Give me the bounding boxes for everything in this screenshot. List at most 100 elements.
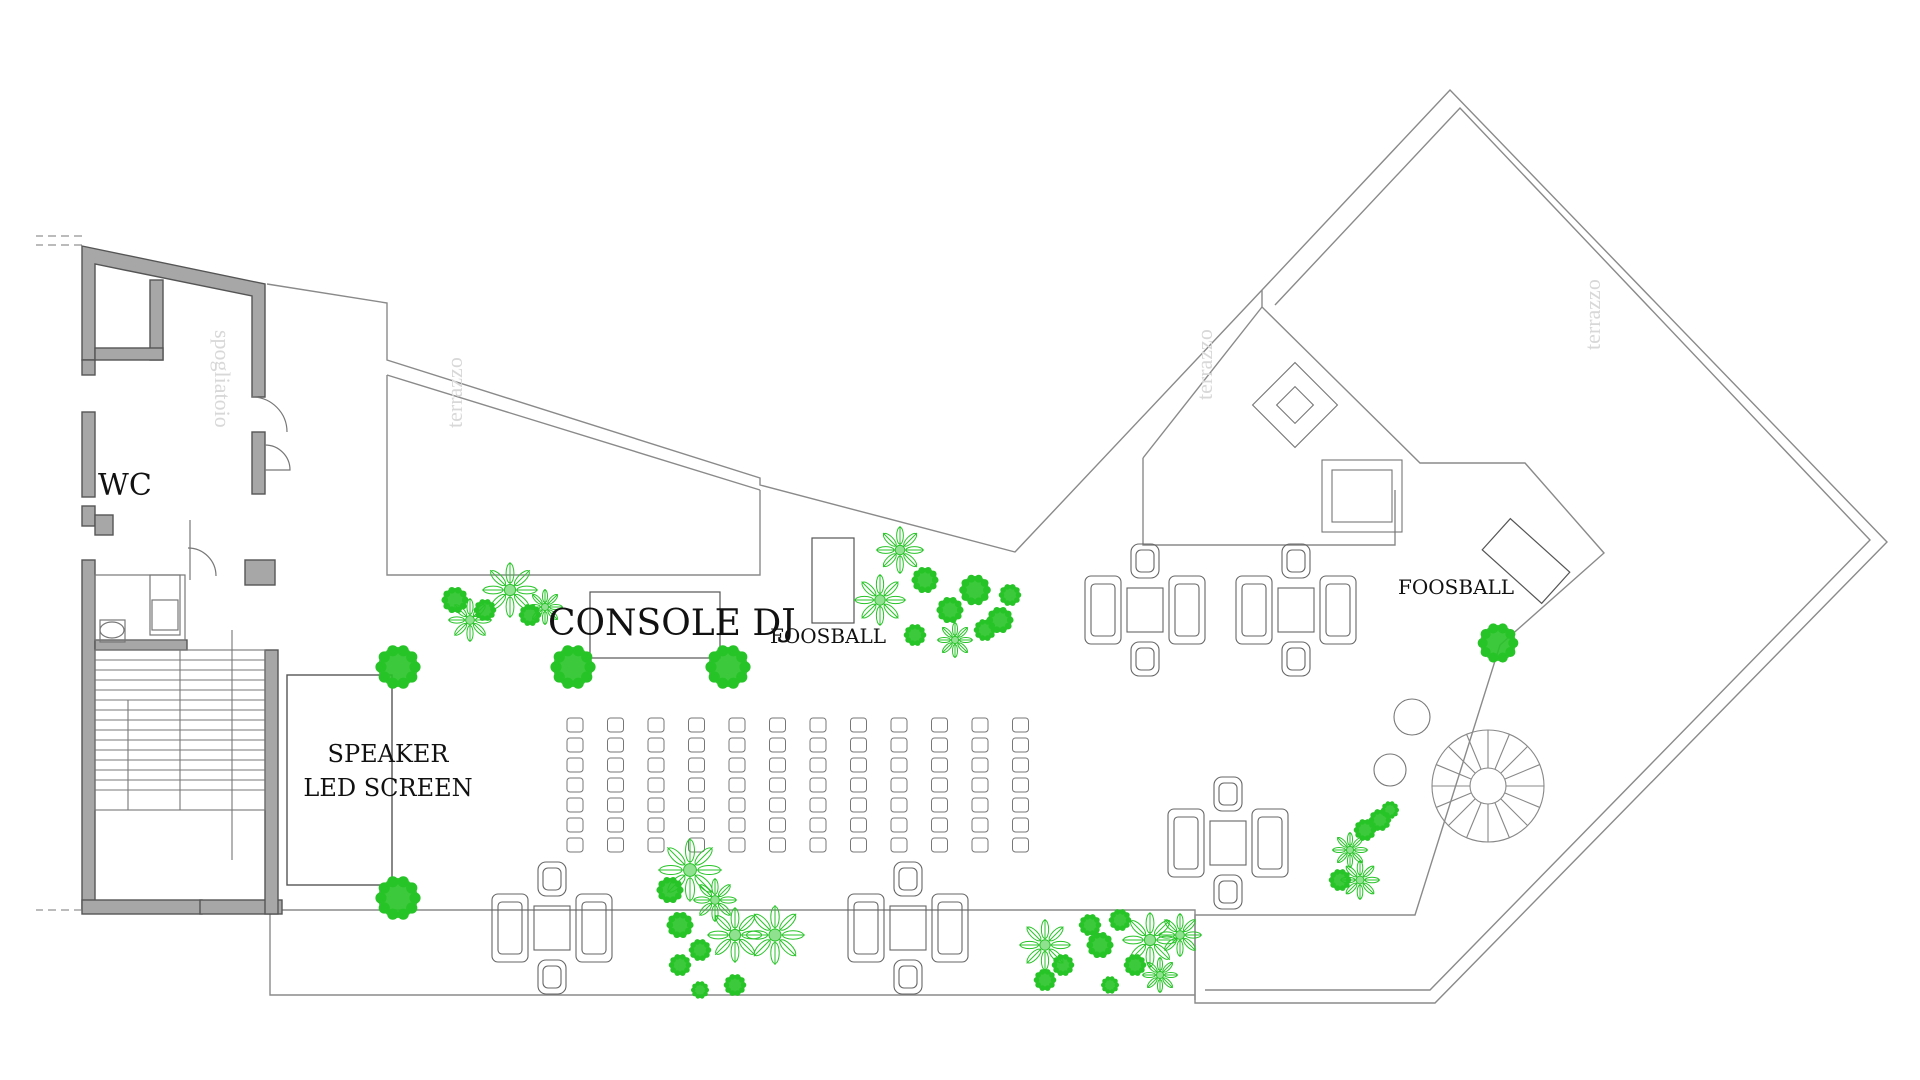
shrub	[1123, 954, 1147, 976]
shrub	[375, 645, 421, 689]
chair	[566, 777, 584, 793]
chair	[728, 757, 746, 773]
shrub	[1078, 914, 1102, 936]
audience-chairs	[566, 717, 1029, 853]
chair	[728, 737, 746, 753]
chair	[607, 837, 624, 853]
chair	[850, 777, 867, 793]
dj-console	[589, 591, 721, 659]
spiral-staircase	[1431, 729, 1545, 843]
chair	[688, 737, 705, 753]
chair	[890, 757, 908, 773]
chair	[1012, 817, 1029, 833]
chair	[728, 717, 746, 733]
chair	[890, 777, 908, 793]
chair	[931, 737, 948, 753]
chair	[931, 777, 948, 793]
chair	[769, 777, 786, 793]
room-label-terrazzo-right: terrazzo	[1580, 279, 1605, 350]
chair	[1012, 717, 1029, 733]
leafy-plant	[448, 598, 492, 642]
shrub	[705, 645, 751, 689]
chair	[566, 817, 584, 833]
chair	[931, 837, 948, 853]
leafy-plant	[745, 905, 805, 965]
shrub	[1108, 909, 1132, 931]
chair	[647, 757, 665, 773]
left-building-walls	[81, 245, 283, 915]
chair	[688, 717, 705, 733]
chair	[850, 737, 867, 753]
shrub	[911, 566, 939, 594]
chair	[850, 837, 867, 853]
shrub	[441, 586, 469, 614]
leafy-plant	[1332, 832, 1368, 868]
chair	[688, 777, 705, 793]
chair	[809, 817, 827, 833]
chair	[890, 737, 908, 753]
chair	[688, 817, 705, 833]
shrub	[668, 954, 692, 976]
shrub	[656, 876, 684, 904]
chair	[850, 717, 867, 733]
shrub	[1086, 931, 1114, 959]
chair	[890, 837, 908, 853]
leafy-plant	[1142, 957, 1178, 993]
chair	[809, 717, 827, 733]
chair	[688, 757, 705, 773]
sofa-group	[1235, 543, 1357, 677]
chair	[971, 777, 989, 793]
shrub	[1353, 819, 1377, 841]
chair	[647, 777, 665, 793]
chair	[728, 777, 746, 793]
shrub	[550, 645, 596, 689]
chair	[647, 717, 665, 733]
chair	[647, 737, 665, 753]
chair	[1012, 757, 1029, 773]
chair	[931, 757, 948, 773]
shrub	[1051, 954, 1075, 976]
chair	[890, 817, 908, 833]
shrub	[1380, 801, 1400, 819]
sofa-group	[847, 861, 969, 995]
chair	[769, 797, 786, 813]
chair	[971, 717, 989, 733]
chair	[769, 717, 786, 733]
chair	[971, 737, 989, 753]
chair	[607, 777, 624, 793]
shrub	[375, 876, 421, 920]
chair	[850, 817, 867, 833]
chair	[850, 757, 867, 773]
sofa-group	[491, 861, 613, 995]
chair	[809, 777, 827, 793]
chair	[647, 837, 665, 853]
chair	[890, 717, 908, 733]
shrub	[688, 939, 712, 961]
chair	[728, 797, 746, 813]
foosball-table-right	[1481, 517, 1571, 605]
shrub	[666, 911, 694, 939]
room-label-terrazzo-mid: terrazzo	[1192, 329, 1217, 400]
chair	[728, 817, 746, 833]
chair	[809, 757, 827, 773]
shrub	[959, 574, 991, 606]
chair	[647, 797, 665, 813]
chair	[769, 837, 786, 853]
foosball-left-label: FOOSBALL	[770, 624, 886, 648]
shrub	[723, 974, 747, 996]
chair	[1012, 737, 1029, 753]
shrub	[936, 596, 964, 624]
stair	[36, 235, 266, 911]
console-dj-label: CONSOLE DJ	[548, 603, 796, 644]
wc-fixtures	[94, 396, 291, 643]
leafy-plant	[482, 562, 538, 618]
leafy-plant	[876, 526, 924, 574]
wc-label: WC	[98, 468, 152, 503]
room-label-spogliatoio: spogliatoio	[210, 330, 235, 428]
chair	[566, 837, 584, 853]
chair	[1012, 797, 1029, 813]
shrub	[998, 584, 1022, 606]
chair	[890, 797, 908, 813]
planters	[375, 526, 1519, 999]
foosball-table-left	[811, 537, 855, 624]
